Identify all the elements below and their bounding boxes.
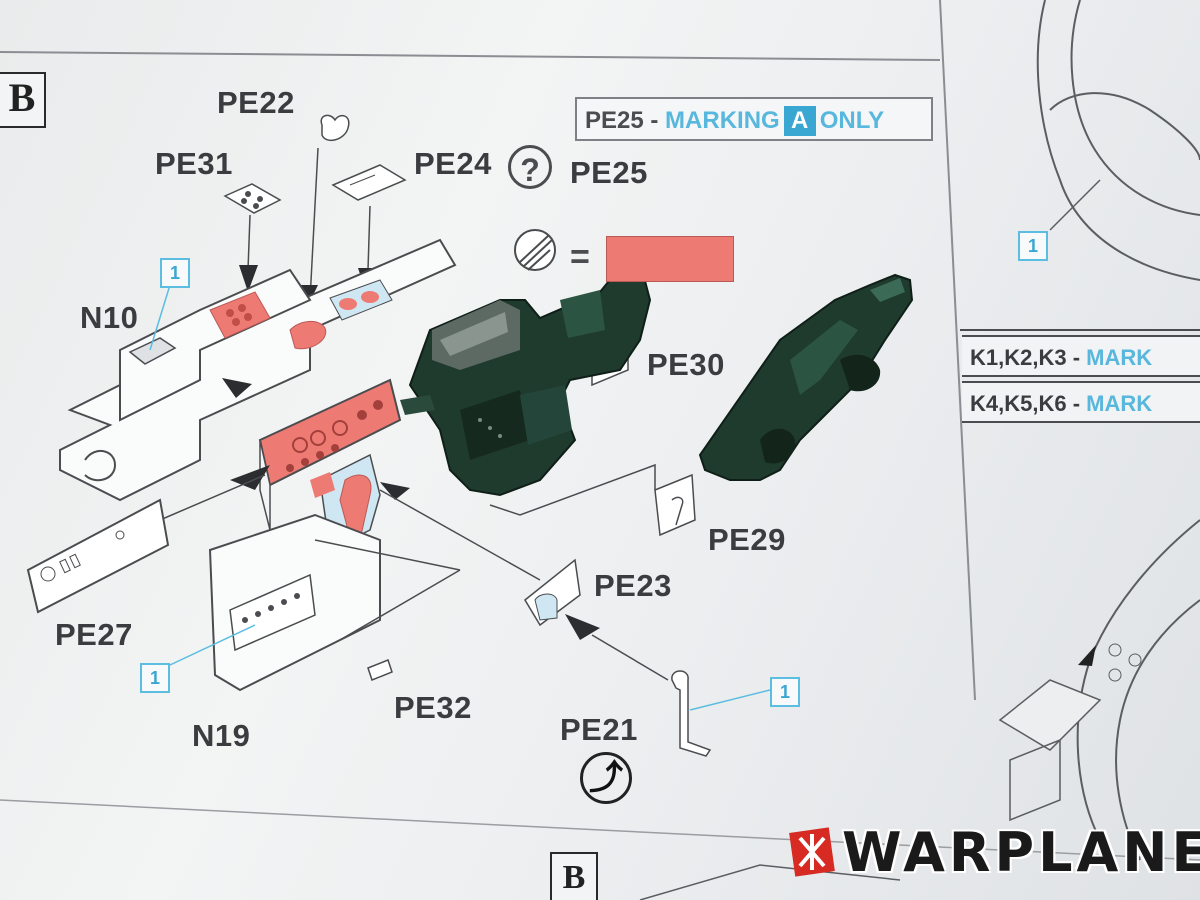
- label-pe22: PE22: [217, 85, 295, 120]
- callout-n10: 1: [160, 258, 190, 288]
- warplanes-emblem-icon: [789, 827, 835, 877]
- side-row-2: K4,K5,K6 - MARK: [962, 381, 1200, 423]
- side-row-1-marking: MARK: [1086, 345, 1153, 370]
- watermark-text: WARPLANES: [842, 820, 1200, 884]
- watermark-logo: WARPLANES: [786, 820, 1200, 884]
- label-pe25: PE25: [570, 155, 648, 190]
- callout-right: 1: [1018, 231, 1048, 261]
- side-row-1-codes: K1,K2,K3 -: [970, 345, 1081, 370]
- step-badge-bottom: B: [550, 852, 598, 900]
- label-n10: N10: [80, 300, 139, 335]
- banner-marking: MARKING: [665, 107, 780, 134]
- paint-swatch: [606, 236, 734, 282]
- label-pe27: PE27: [55, 617, 133, 652]
- label-pe24: PE24: [414, 146, 492, 181]
- label-pe32: PE32: [394, 690, 472, 725]
- label-pe21: PE21: [560, 712, 638, 747]
- callout-pe21: 1: [770, 677, 800, 707]
- banner-part: PE25 -: [585, 107, 659, 134]
- banner-only: ONLY: [819, 107, 885, 134]
- label-pe23: PE23: [594, 568, 672, 603]
- banner-letter: A: [783, 106, 816, 136]
- label-pe29: PE29: [708, 522, 786, 557]
- step-badge-top: B: [0, 72, 46, 128]
- question-icon: ?: [508, 145, 552, 189]
- side-row-1: K1,K2,K3 - MARK: [962, 335, 1200, 377]
- side-row-2-marking: MARK: [1086, 391, 1153, 416]
- label-n19: N19: [192, 718, 251, 753]
- rotate-arrow-icon: ⤴: [580, 752, 632, 804]
- equals-sign: =: [570, 238, 590, 276]
- side-row-2-codes: K4,K5,K6 -: [970, 391, 1081, 416]
- callout-n19: 1: [140, 663, 170, 693]
- label-pe30: PE30: [647, 347, 725, 382]
- label-pe31: PE31: [155, 146, 233, 181]
